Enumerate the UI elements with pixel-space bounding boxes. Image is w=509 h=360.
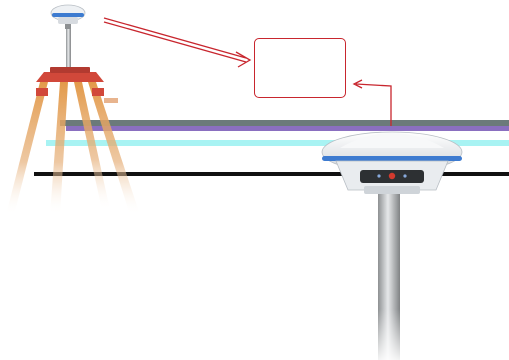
receiver-led-left xyxy=(377,174,380,177)
tripod-leg-left xyxy=(6,82,48,215)
small-receiver-base xyxy=(58,17,78,24)
tripod-head xyxy=(36,72,104,82)
receiver-blue-stripe xyxy=(322,156,462,161)
tripod-leg-mid xyxy=(50,82,68,215)
small-receiver-neck xyxy=(65,24,71,29)
large-receiver xyxy=(322,132,462,360)
receiver-power-led xyxy=(389,173,395,179)
small-receiver-stripe xyxy=(52,13,84,17)
tripod-head-plate xyxy=(50,67,90,73)
receiver-brand-label xyxy=(385,188,413,194)
receiver-connector xyxy=(354,80,391,126)
callout-box xyxy=(254,38,346,98)
receiver-pole-fade xyxy=(370,190,410,360)
tripod-assembly xyxy=(6,5,140,215)
receiver-led-right xyxy=(403,174,406,177)
tripod-clamp-right xyxy=(92,88,104,96)
callout-arrow xyxy=(104,18,250,67)
tripod-clamp-left xyxy=(36,88,48,96)
tripod-clamp-side xyxy=(104,98,118,103)
